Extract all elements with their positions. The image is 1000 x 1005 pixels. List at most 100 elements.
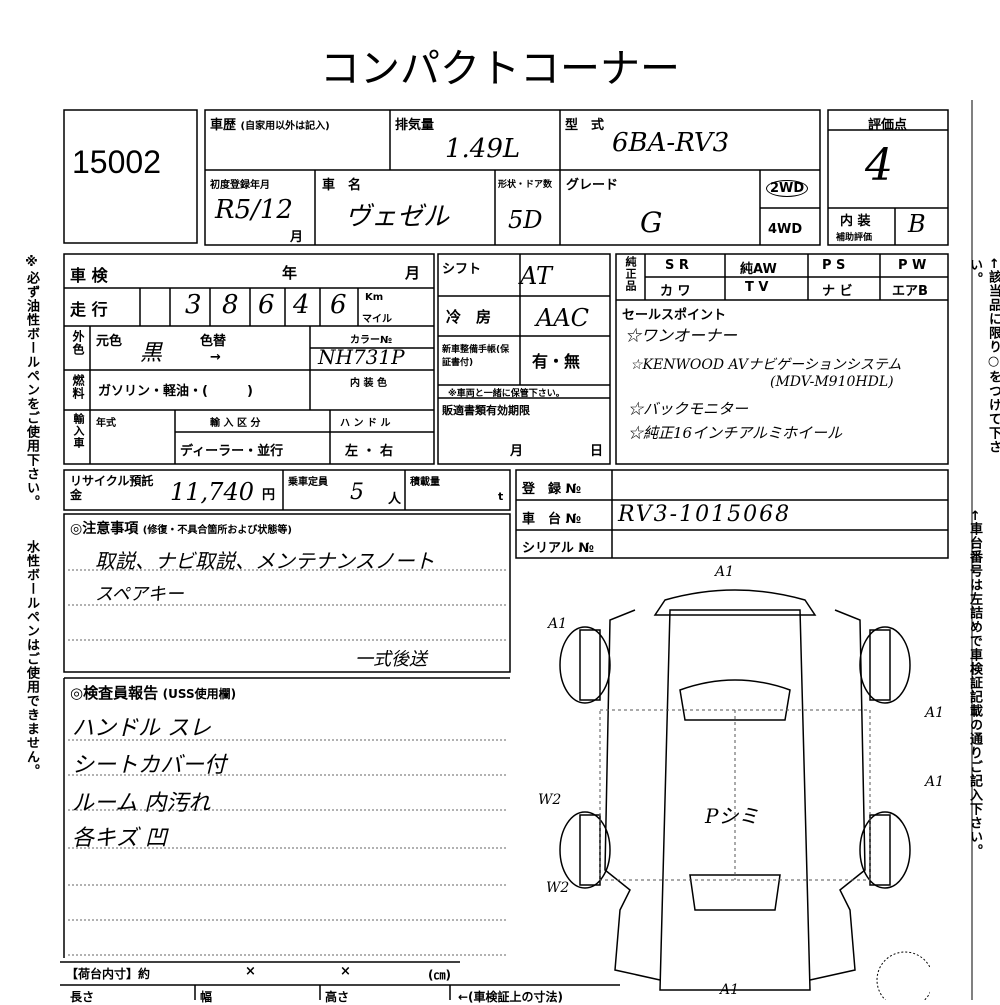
notes-sub: (修復・不具合箇所および状態等) xyxy=(142,525,292,536)
reg-no-label: 登 録 № xyxy=(522,482,582,497)
grade-label: グレード xyxy=(566,178,619,193)
mileage-digit-1: 3 xyxy=(185,290,202,320)
bottom-height: 高さ xyxy=(325,990,350,1004)
option-tv[interactable]: T V xyxy=(745,280,769,295)
side-note-right: ←該当品に限り○をつけて下さい。 xyxy=(967,258,1000,454)
manual-label: 新車整備手帳(保証書付) xyxy=(442,345,510,368)
diagram-mark-right-2: A1 xyxy=(925,774,945,790)
load-unit: t xyxy=(498,490,504,503)
orig-color-label: 元色 xyxy=(96,334,123,349)
capacity-label: 乗車定員 xyxy=(288,477,328,488)
diagram-mark-left-2: W2 xyxy=(546,880,570,896)
option-ps[interactable]: P S xyxy=(822,258,846,273)
serial-label: シリアル № xyxy=(522,541,595,556)
sales-point-2: ☆KENWOOD AVナビゲーションシステム xyxy=(630,357,902,373)
expiry-label: 販適書類有効期限 xyxy=(442,404,530,417)
diagram-mark-front: A1 xyxy=(715,564,735,580)
mileage-digit-4: 4 xyxy=(293,290,310,320)
grade-value: G xyxy=(640,206,663,239)
sales-point-1: ☆ワンオーナー xyxy=(625,326,738,345)
recycle-label: リサイクル預託金 xyxy=(70,474,154,502)
expiry-day: 日 xyxy=(590,444,604,459)
model-value: 6BA-RV3 xyxy=(612,128,730,158)
notes-line-4: 一式後送 xyxy=(355,649,427,670)
orig-color-value: 黒 xyxy=(140,341,163,366)
cargo-unit: (㎝) xyxy=(428,968,451,982)
sales-label: セールスポイント xyxy=(622,308,727,323)
option-sr[interactable]: S R xyxy=(665,258,689,273)
mile-unit: マイル xyxy=(362,314,392,325)
drive-2wd[interactable]: 2WD xyxy=(766,180,809,197)
options-label: 純正品 xyxy=(624,256,637,292)
score-label: 評価点 xyxy=(868,118,908,133)
load-label: 積載量 xyxy=(410,477,440,488)
color-no-label: カラー№ xyxy=(350,335,393,346)
car-damage-diagram xyxy=(559,589,930,1000)
side-note-right-2: ←車台番号は左詰めで車検証記載の通りご記入下さい。 xyxy=(967,510,982,858)
manual-value[interactable]: 有・無 xyxy=(532,352,581,371)
cargo-x-2: × xyxy=(340,964,351,979)
lot-number: 15002 xyxy=(72,144,161,180)
inspector-label-text: ◎検査員報告 xyxy=(70,684,159,702)
fuel-options[interactable]: ガソリン・軽油・( ) xyxy=(98,384,253,399)
notes-line-2: スペアキー xyxy=(95,584,184,605)
doors-label: 形状・ドア数 xyxy=(498,180,553,190)
inspector-sub: (USS使用欄) xyxy=(162,687,237,701)
option-aw[interactable]: 純AW xyxy=(740,262,777,277)
car-name-value: ヴェゼル xyxy=(345,202,450,232)
first-reg-value: R5/12 xyxy=(215,195,293,225)
score-value: 4 xyxy=(865,140,893,191)
km-unit: Km xyxy=(365,292,384,303)
sales-point-4: ☆バックモニター xyxy=(628,400,749,418)
notes-line-1: 取説、ナビ取説、メンテナンスノート xyxy=(95,549,435,573)
capacity-value: 5 xyxy=(350,480,364,505)
history-note: (自家用以外は記入) xyxy=(240,121,330,132)
diagram-mark-right-1: A1 xyxy=(925,705,945,721)
year-label: 年式 xyxy=(96,418,116,429)
doors-value: 5D xyxy=(508,206,543,234)
cargo-x-1: × xyxy=(245,964,256,979)
inspection-label: 車 検 xyxy=(70,266,108,285)
mileage-digit-2: 8 xyxy=(222,290,239,320)
notes-label: ◎注意事項 (修復・不具合箇所および状態等) xyxy=(70,518,292,538)
fuel-label: 燃料 xyxy=(71,374,85,400)
mileage-digit-5: 6 xyxy=(330,290,347,320)
inspector-line-3: ルーム 内汚れ xyxy=(72,791,211,816)
option-airbag[interactable]: エアB xyxy=(892,284,928,299)
interior-color-label: 内 装 色 xyxy=(350,378,387,389)
shift-label: シフト xyxy=(442,262,482,277)
capacity-unit: 人 xyxy=(388,492,402,507)
inspector-label: ◎検査員報告 (USS使用欄) xyxy=(70,682,236,703)
color-change-label: 色替 xyxy=(200,334,227,349)
option-pw[interactable]: P W xyxy=(898,258,927,273)
color-change-value: → xyxy=(210,350,221,365)
bottom-note: ←(車検証上の寸法) xyxy=(458,990,564,1004)
option-navi[interactable]: ナ ビ xyxy=(822,284,853,299)
diagram-center-text: Pシミ xyxy=(705,804,759,828)
handle-value[interactable]: 左 ・ 右 xyxy=(345,444,394,459)
manual-note: ※車両と一緒に保管下さい。 xyxy=(448,389,565,399)
handle-label: ハ ン ド ル xyxy=(340,418,391,429)
import-type-value[interactable]: ディーラー・並行 xyxy=(180,444,284,459)
drive-4wd[interactable]: 4WD xyxy=(768,222,803,237)
displacement-label: 排気量 xyxy=(395,118,435,133)
inspector-line-4: 各キズ 凹 xyxy=(72,826,167,851)
inspector-line-1: ハンドル スレ xyxy=(72,716,211,741)
diagram-mark-left-1: W2 xyxy=(538,792,562,808)
first-reg-label: 初度登録年月 xyxy=(210,180,270,191)
option-kawa[interactable]: カ ワ xyxy=(660,284,691,299)
inspection-year: 年 xyxy=(282,264,298,282)
import-type-label: 輸 入 区 分 xyxy=(210,418,261,429)
model-label: 型 式 xyxy=(565,118,605,133)
ac-label: 冷 房 xyxy=(446,308,492,326)
exterior-label: 外色 xyxy=(71,330,85,356)
sales-point-5: ☆純正16インチアルミホイール xyxy=(628,424,842,442)
interior-value: B xyxy=(908,210,926,238)
bottom-length: 長さ xyxy=(70,990,95,1004)
inspection-month: 月 xyxy=(405,264,421,282)
import-label: 輸入車 xyxy=(72,413,85,449)
recycle-yen: 円 xyxy=(262,488,276,503)
interior-sub: 補助評価 xyxy=(836,233,873,243)
page-title: コンパクトコーナー xyxy=(320,46,680,92)
